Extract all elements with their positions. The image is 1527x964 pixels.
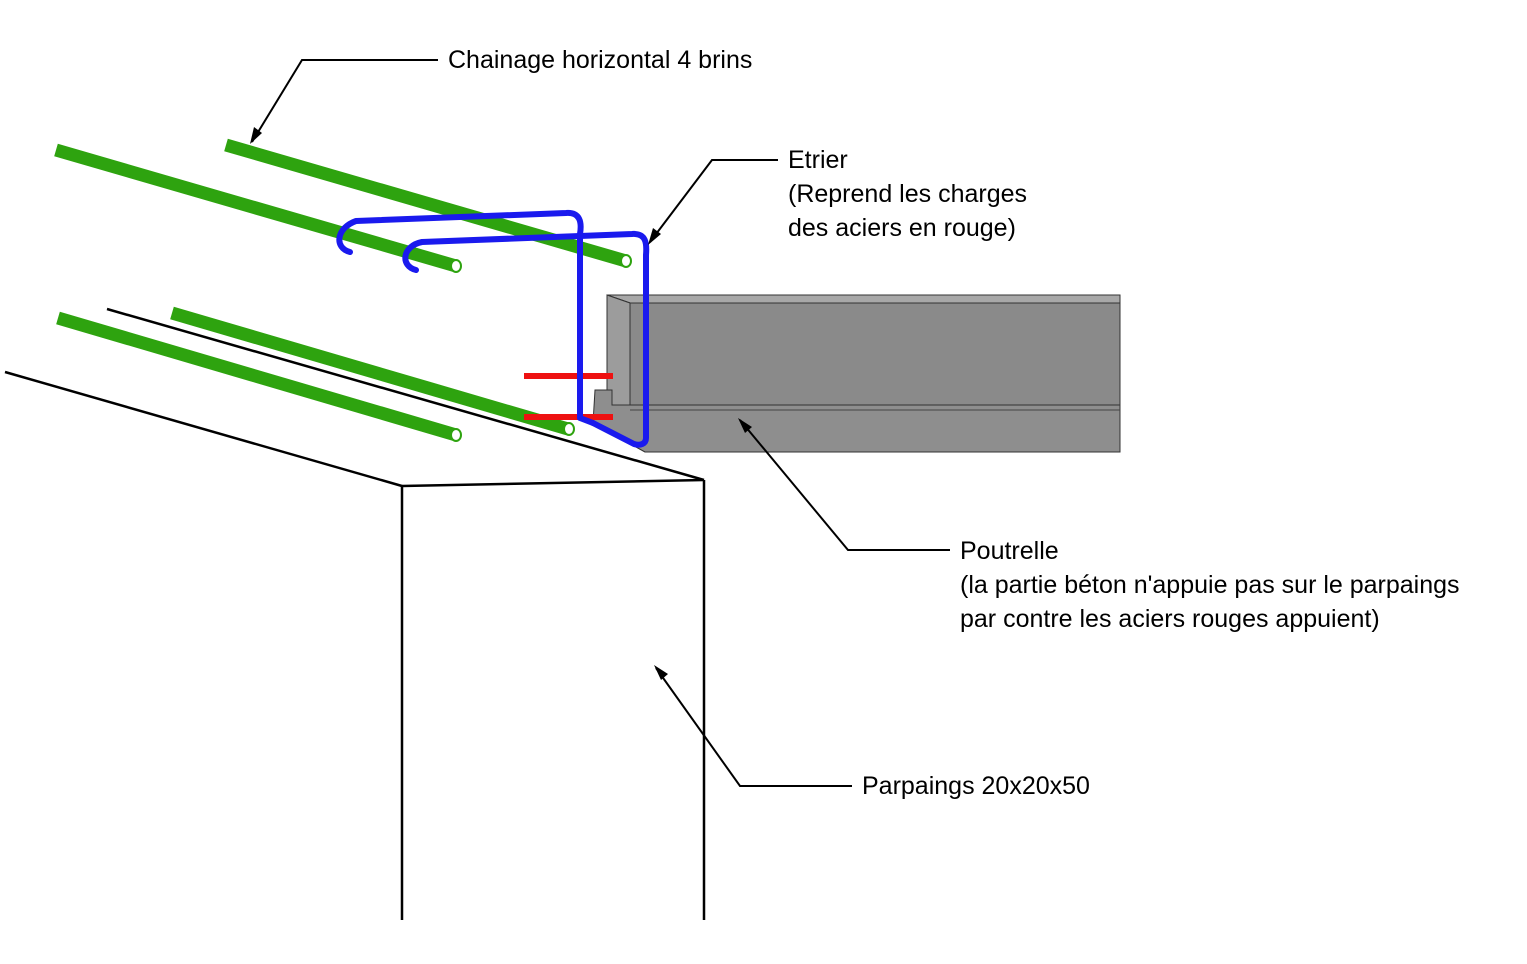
rebar-upper-left	[54, 143, 458, 273]
label-chainage-line-1: Chainage horizontal 4 brins	[448, 46, 753, 74]
etrier-back-loop	[336, 209, 596, 426]
poutrelle-beam	[592, 294, 1121, 453]
label-chainage: Chainage horizontal 4 brins	[448, 43, 752, 77]
etrier-stirrup	[336, 209, 650, 448]
red-support-bars	[524, 373, 613, 420]
etrier-front-loop	[402, 230, 650, 448]
rebar-lower-right-end	[563, 422, 575, 436]
label-poutrelle-line-3: par contre les aciers rouges appuient)	[960, 605, 1380, 633]
label-etrier: Etrier (Reprend les charges des aciers e…	[788, 143, 1027, 245]
poutrelle-web	[606, 294, 1121, 406]
rebar-lower-left-end	[450, 428, 462, 442]
arrowhead-poutrelle	[738, 418, 752, 433]
label-parpaings: Parpaings 20x20x50	[862, 769, 1090, 803]
parpaing-top-front-edge	[401, 478, 705, 488]
label-poutrelle-line-1: Poutrelle	[960, 537, 1059, 565]
label-poutrelle: Poutrelle (la partie béton n'appuie pas …	[960, 534, 1460, 636]
chainage-lower-bars	[56, 306, 575, 442]
chainage-upper-bars	[54, 138, 632, 273]
label-etrier-line-3: des aciers en rouge)	[788, 214, 1016, 242]
poutrelle-top-face	[606, 294, 1121, 304]
label-parpaings-line-1: Parpaings 20x20x50	[862, 772, 1090, 800]
rebar-upper-right	[224, 138, 628, 268]
label-etrier-line-1: Etrier	[788, 146, 848, 174]
label-poutrelle-line-2: (la partie béton n'appuie pas sur le par…	[960, 571, 1460, 599]
rebar-lower-left	[56, 311, 458, 442]
leader-chainage	[251, 59, 438, 143]
poutrelle-flange	[592, 389, 1121, 453]
rebar-upper-left-end	[450, 259, 462, 273]
parpaing-block	[4, 307, 706, 920]
parpaing-top-left-edge	[106, 307, 705, 482]
leader-parpaings	[655, 667, 852, 787]
label-etrier-line-2: (Reprend les charges	[788, 180, 1028, 208]
leader-lines	[250, 59, 950, 787]
arrowhead-parpaings	[654, 665, 668, 680]
parpaing-top-back-edge	[4, 370, 403, 488]
rebar-upper-right-end	[620, 254, 632, 268]
arrowhead-chainage	[250, 127, 262, 144]
rebar-lower-right	[170, 306, 570, 436]
arrowhead-etrier	[648, 228, 661, 245]
leader-poutrelle	[739, 419, 950, 551]
leader-etrier	[649, 159, 778, 243]
